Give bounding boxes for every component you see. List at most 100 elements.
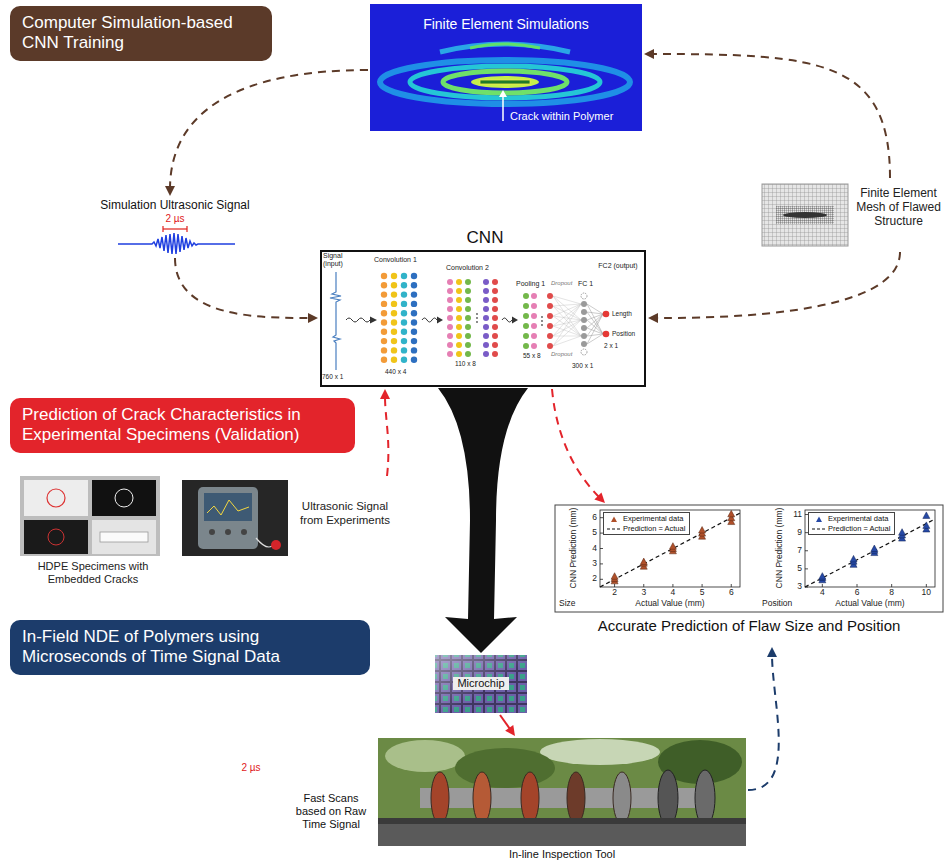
node-label: Microchip bbox=[453, 677, 509, 690]
legend-sample bbox=[812, 515, 826, 523]
data-point bbox=[640, 558, 647, 565]
neuron bbox=[492, 351, 498, 357]
neuron bbox=[492, 333, 498, 339]
neuron bbox=[456, 351, 462, 357]
neuron bbox=[411, 273, 417, 279]
arrowhead bbox=[505, 725, 515, 736]
stress-wave bbox=[380, 60, 630, 104]
connector-line bbox=[651, 54, 890, 178]
connector bbox=[748, 647, 779, 790]
scatter-plots bbox=[600, 510, 935, 587]
neuron bbox=[391, 310, 397, 316]
neuron bbox=[456, 279, 462, 285]
weight-line bbox=[587, 334, 603, 344]
tick-label: 8 bbox=[882, 588, 902, 598]
neuron bbox=[547, 333, 553, 339]
ellipsis-dot bbox=[541, 316, 543, 318]
photo-background bbox=[182, 480, 288, 556]
neuron bbox=[391, 282, 397, 288]
tick-label: 4 bbox=[812, 588, 832, 598]
neuron bbox=[411, 291, 417, 297]
node-label: Finite Element Mesh of Flawed Structure bbox=[852, 186, 945, 228]
tree bbox=[455, 748, 555, 788]
axis-title: Actual Value (mm) bbox=[620, 599, 720, 609]
neuron bbox=[523, 303, 529, 309]
neuron bbox=[391, 273, 397, 279]
output-label: Position bbox=[612, 330, 643, 337]
weight-line bbox=[553, 320, 581, 336]
leader-line bbox=[502, 96, 504, 121]
neuron bbox=[447, 333, 453, 339]
data-point bbox=[923, 522, 930, 529]
connector bbox=[648, 252, 900, 323]
tick-mark bbox=[614, 584, 615, 587]
weight-line bbox=[553, 306, 581, 320]
node-label: Fast Scans based on Raw Time Signal bbox=[289, 792, 373, 831]
neuron bbox=[456, 333, 462, 339]
neuron bbox=[581, 349, 587, 355]
neuron bbox=[381, 310, 387, 316]
legend-row: Prediction = Actual bbox=[812, 524, 890, 534]
tick-label: 3 bbox=[787, 582, 802, 592]
connector-line bbox=[748, 654, 779, 790]
axis-title: CNN Prediction (mm) bbox=[775, 508, 785, 589]
neuron bbox=[465, 342, 471, 348]
tool-disc bbox=[658, 770, 678, 826]
legend-marker bbox=[611, 517, 617, 523]
neuron bbox=[465, 351, 471, 357]
probe bbox=[271, 540, 281, 550]
neuron bbox=[401, 273, 407, 279]
neuron bbox=[447, 306, 453, 312]
specimen bbox=[24, 480, 88, 516]
photo-background bbox=[20, 476, 160, 556]
mesh-grid bbox=[762, 184, 848, 246]
tick-mark bbox=[822, 584, 823, 587]
tick-mark bbox=[731, 584, 732, 587]
dropout-label: Dropout bbox=[551, 280, 577, 287]
time-scale-label: 2 µs bbox=[155, 213, 195, 225]
layer-arrow bbox=[422, 318, 437, 322]
tick-label: 9 bbox=[787, 528, 802, 538]
arrowhead bbox=[648, 313, 658, 323]
layer-label: Pooling 1 bbox=[516, 280, 550, 288]
tool-disc bbox=[613, 772, 631, 824]
photo-background bbox=[378, 738, 746, 846]
node-label: Ultrasonic Signal from Experiments bbox=[295, 500, 395, 527]
node-label: Accurate Prediction of Flaw Size and Pos… bbox=[555, 617, 943, 635]
mesh-image: Finite Element Mesh of Flawed Structure bbox=[760, 180, 945, 250]
neuron bbox=[581, 293, 587, 299]
tick-label: 5 bbox=[787, 564, 802, 574]
layer-label: Signal (input) bbox=[323, 252, 359, 268]
legend-sample bbox=[607, 515, 621, 523]
neuron bbox=[447, 351, 453, 357]
neuron bbox=[492, 315, 498, 321]
plot-axes bbox=[805, 510, 935, 587]
legend-row: Prediction = Actual bbox=[607, 524, 685, 534]
neuron bbox=[547, 343, 553, 349]
dimension-label: 55 x 8 bbox=[523, 352, 549, 359]
sky-patch bbox=[540, 739, 660, 765]
neuron bbox=[465, 288, 471, 294]
tick-mark bbox=[857, 584, 858, 587]
neuron bbox=[483, 288, 489, 294]
tool-disc bbox=[521, 772, 539, 824]
data-point bbox=[871, 545, 878, 552]
connector-line bbox=[655, 252, 900, 318]
connector-line bbox=[175, 258, 311, 318]
device-screen bbox=[204, 493, 252, 521]
specimen-block bbox=[100, 532, 148, 542]
legend-row: Experimental data bbox=[607, 514, 685, 524]
truck-rail bbox=[378, 818, 746, 824]
banner-text: Computer Simulation-based CNN Training bbox=[22, 13, 260, 54]
neuron bbox=[581, 341, 587, 347]
neuron bbox=[523, 313, 529, 319]
connector bbox=[380, 389, 390, 476]
neuron bbox=[483, 324, 489, 330]
dimension-label: 440 x 4 bbox=[385, 368, 419, 375]
neuron bbox=[381, 329, 387, 335]
specimen bbox=[92, 520, 156, 554]
ellipsis-dot bbox=[476, 313, 478, 315]
section-banner: Computer Simulation-based CNN Training bbox=[10, 6, 272, 61]
layer-arrow bbox=[346, 318, 370, 322]
sky-patch bbox=[385, 740, 465, 772]
